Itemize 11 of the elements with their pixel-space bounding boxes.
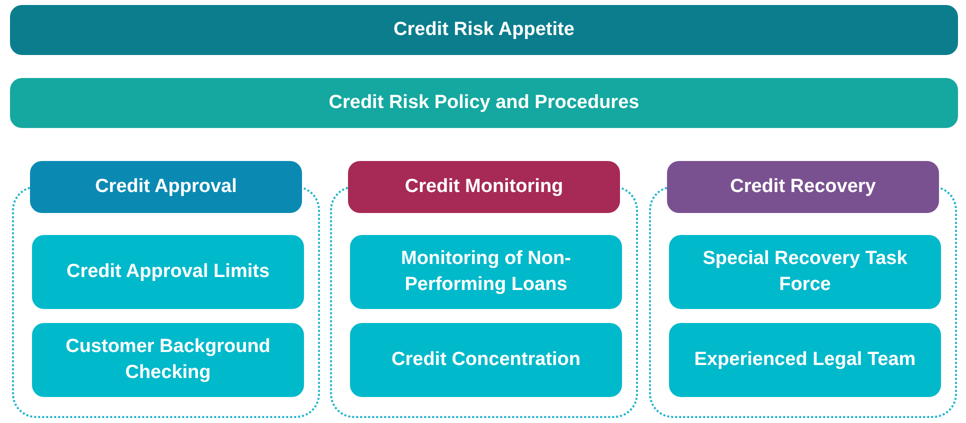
item-box: Special Recovery Task Force <box>669 235 941 309</box>
item-box: Customer Background Checking <box>32 323 304 397</box>
category-header: Credit Recovery <box>667 161 939 213</box>
banner: Credit Risk Appetite <box>10 5 958 55</box>
banner: Credit Risk Policy and Procedures <box>10 78 958 128</box>
item-box: Experienced Legal Team <box>669 323 941 397</box>
category-header: Credit Approval <box>30 161 302 213</box>
item-box: Credit Concentration <box>350 323 622 397</box>
item-box: Credit Approval Limits <box>32 235 304 309</box>
item-box: Monitoring of Non-Performing Loans <box>350 235 622 309</box>
category-header: Credit Monitoring <box>348 161 620 213</box>
